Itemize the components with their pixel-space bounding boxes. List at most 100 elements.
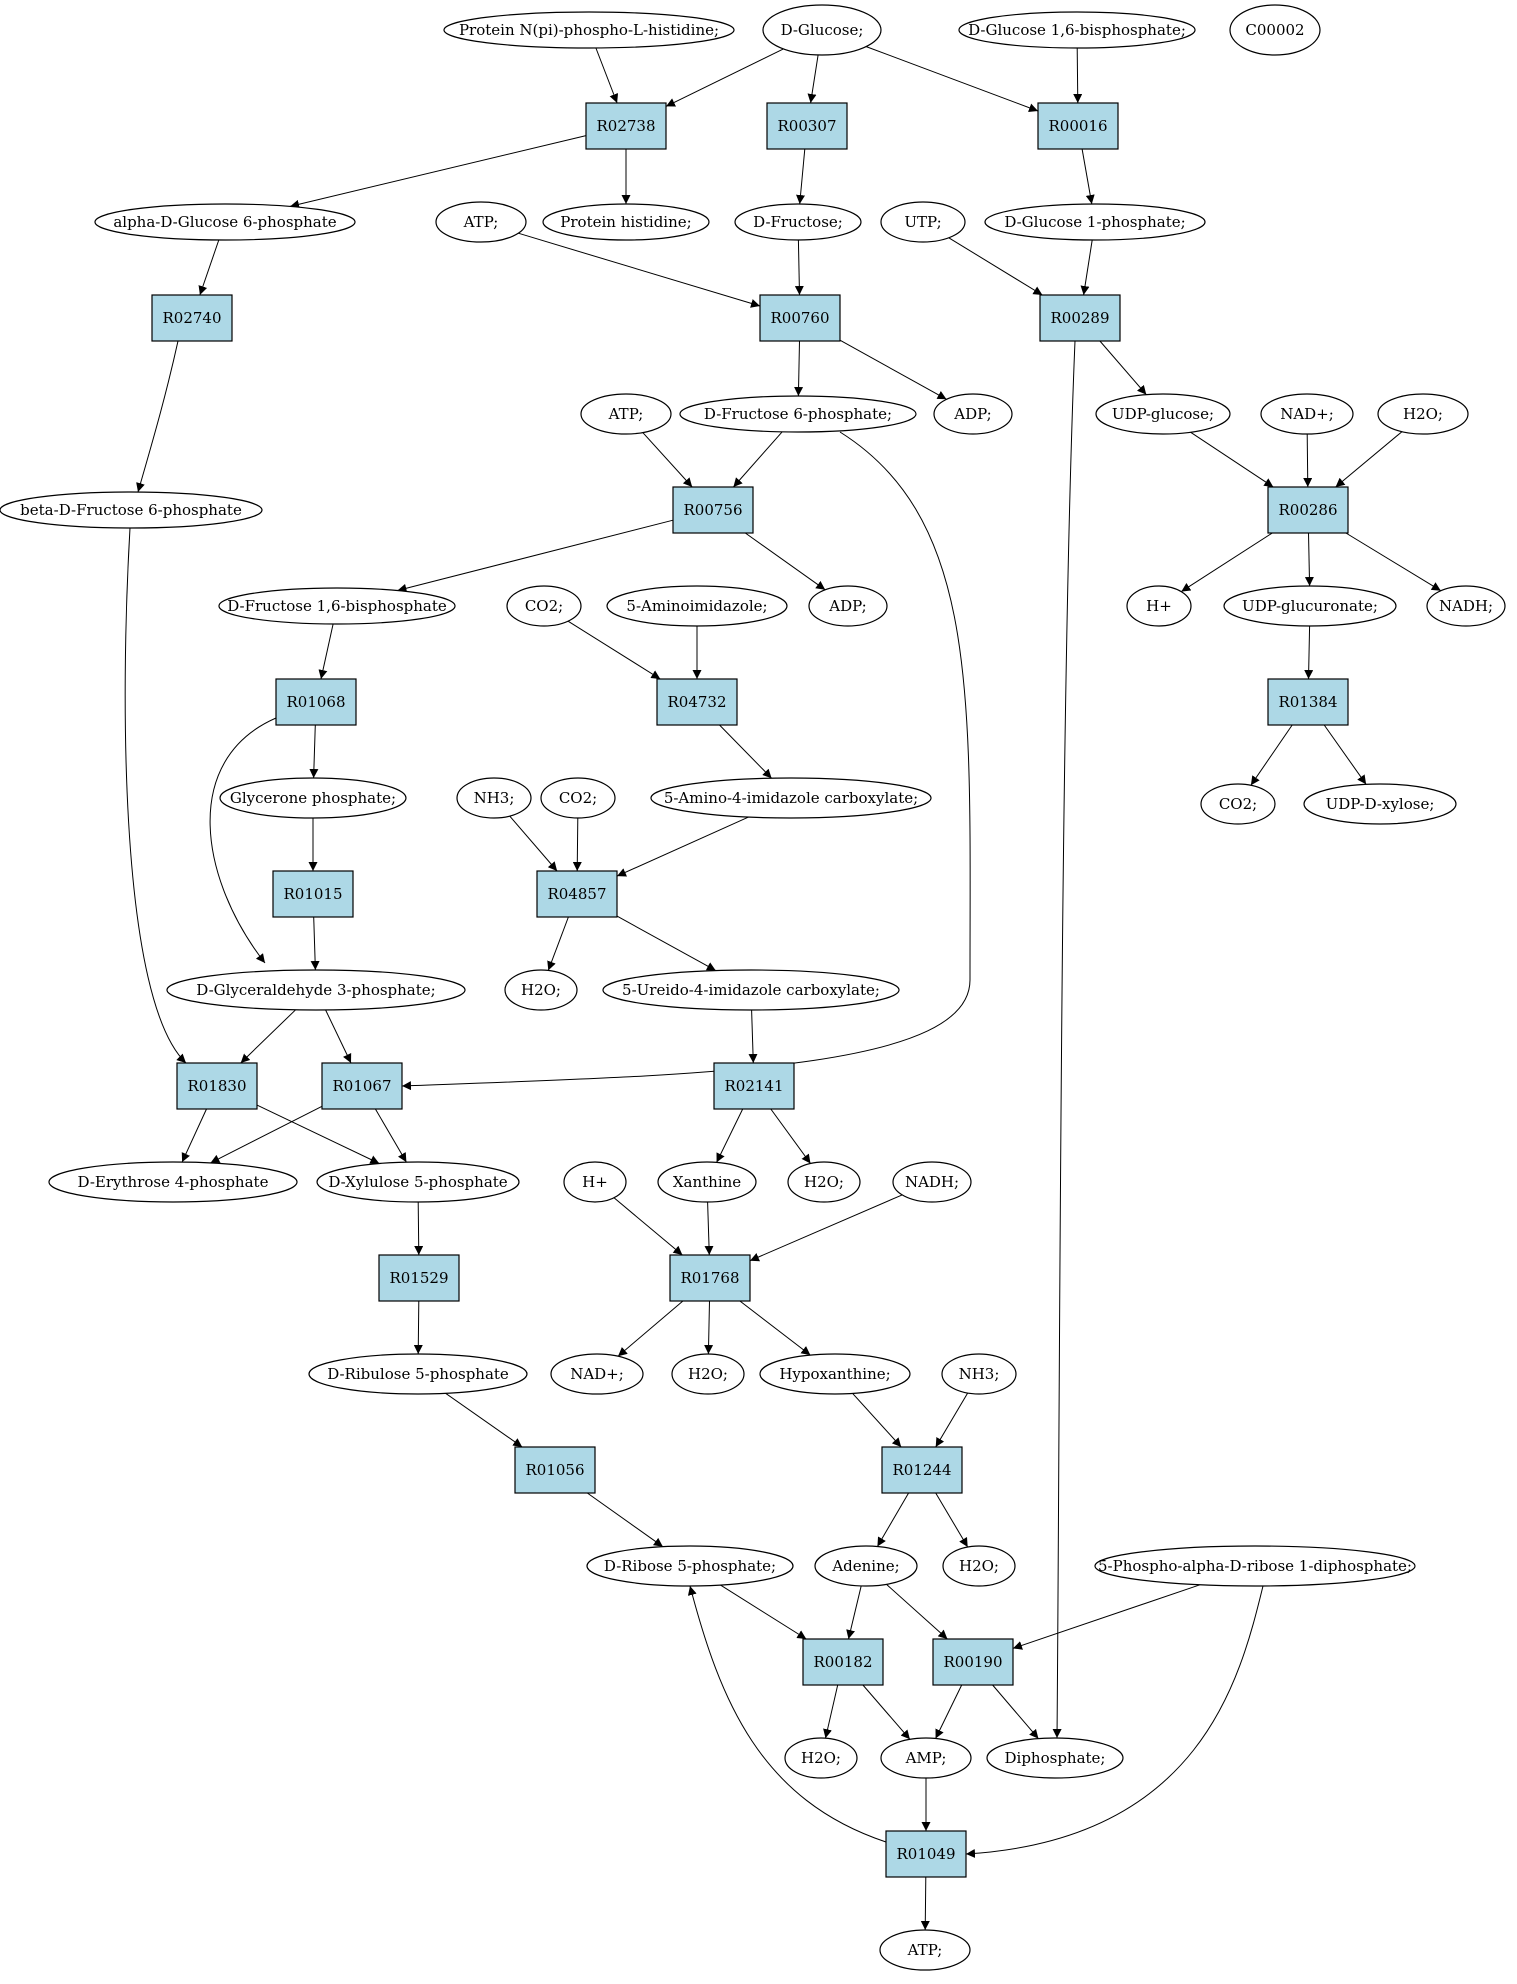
metabolite-node-fbp[interactable]: D-Fructose 1,6-bisphosphate [218,587,456,625]
node-label: H+ [1146,597,1172,615]
metabolite-node-h2o1[interactable]: H2O; [1377,393,1469,435]
metabolite-node-co2c[interactable]: CO2; [1200,783,1276,825]
reaction-node-r01067[interactable]: R01067 [321,1062,403,1110]
metabolite-node-xan[interactable]: Xanthine [657,1161,757,1203]
metabolite-node-hplus2[interactable]: H+ [563,1161,627,1203]
metabolite-ellipse [942,1545,1016,1587]
edge-R01768-to-hypox [739,1300,811,1356]
metabolite-node-xu5p[interactable]: D-Xylulose 5-phosphate [316,1161,520,1203]
reaction-node-r01015[interactable]: R01015 [272,870,354,918]
metabolite-node-r5p[interactable]: D-Ribose 5-phosphate; [586,1545,794,1587]
metabolite-node-atp1[interactable]: ATP; [435,201,527,243]
metabolite-node-dglucose[interactable]: D-Glucose; [762,4,882,56]
metabolite-node-h2o5[interactable]: H2O; [942,1545,1016,1587]
reaction-node-r01244[interactable]: R01244 [881,1446,963,1494]
metabolite-ellipse [784,1737,858,1779]
metabolite-node-hplus1[interactable]: H+ [1126,585,1192,627]
metabolite-node-bfru6p[interactable]: beta-D-Fructose 6-phosphate [0,491,263,529]
reaction-node-r01529[interactable]: R01529 [378,1254,460,1302]
reaction-node-r01056[interactable]: R01056 [514,1446,596,1494]
reaction-node-r02141[interactable]: R02141 [713,1062,795,1110]
metabolite-ellipse [443,11,735,49]
metabolite-node-aglc6p[interactable]: alpha-D-Glucose 6-phosphate [94,203,356,241]
reaction-node-r01768[interactable]: R01768 [669,1254,751,1302]
metabolite-ellipse [679,395,917,433]
reaction-node-r00286[interactable]: R00286 [1267,486,1349,534]
metabolite-node-udpxyl[interactable]: UDP-D-xylose; [1303,783,1457,825]
node-label: R02738 [596,117,655,135]
node-label: NAD+; [570,1365,624,1383]
metabolite-node-5u4ic[interactable]: 5-Ureido-4-imidazole carboxylate; [602,969,900,1011]
metabolite-ellipse [606,585,788,627]
edge-udpglcA-to-R01384 [1304,625,1314,680]
reaction-node-r04857[interactable]: R04857 [536,870,618,918]
metabolite-node-hypox[interactable]: Hypoxanthine; [759,1353,911,1395]
metabolite-node-h2o4[interactable]: H2O; [671,1353,745,1395]
reaction-box [932,1638,1014,1686]
metabolite-node-nadh1[interactable]: NADH; [1426,585,1506,627]
metabolite-node-adp1[interactable]: ADP; [933,393,1013,435]
metabolite-node-utp[interactable]: UTP; [880,201,966,243]
reaction-node-r00307[interactable]: R00307 [766,102,848,150]
metabolite-node-prot_phospho[interactable]: Protein N(pi)-phospho-L-histidine; [443,11,735,49]
metabolite-node-ppi[interactable]: Diphosphate; [986,1737,1124,1779]
reaction-node-r00760[interactable]: R00760 [759,294,841,342]
metabolite-node-5ai[interactable]: 5-Aminoimidazole; [606,585,788,627]
edge-aglc6p-to-R02740 [198,239,220,296]
metabolite-node-amp[interactable]: AMP; [880,1737,972,1779]
metabolite-node-h2o6[interactable]: H2O; [784,1737,858,1779]
metabolite-node-nad1[interactable]: NAD+; [1260,393,1354,435]
metabolite-node-glc16bp[interactable]: D-Glucose 1,6-bisphosphate; [958,11,1196,49]
reaction-node-r02738[interactable]: R02738 [585,102,667,150]
metabolite-node-h2o3[interactable]: H2O; [787,1161,861,1203]
reaction-node-r02740[interactable]: R02740 [151,294,233,342]
metabolite-node-nh3b[interactable]: NH3; [941,1353,1017,1395]
reaction-node-r01384[interactable]: R01384 [1267,678,1349,726]
metabolite-node-g3p[interactable]: D-Glyceraldehyde 3-phosphate; [166,969,466,1011]
metabolite-ellipse [958,11,1196,49]
metabolite-node-nh3a[interactable]: NH3; [456,777,532,819]
metabolite-ellipse [657,1161,757,1203]
metabolite-node-glc1p[interactable]: D-Glucose 1-phosphate; [984,203,1206,241]
reaction-node-r01068[interactable]: R01068 [275,678,357,726]
metabolite-node-prpp[interactable]: 5-Phospho-alpha-D-ribose 1-diphosphate; [1094,1545,1416,1587]
metabolite-node-prothis[interactable]: Protein histidine; [542,203,710,241]
metabolite-node-adenine[interactable]: Adenine; [814,1545,918,1587]
metabolite-node-adp2[interactable]: ADP; [808,585,888,627]
metabolite-node-c00002[interactable]: C00002 [1229,4,1321,56]
metabolite-node-co2b[interactable]: CO2; [540,777,616,819]
edge-R00016-to-glc1p [1081,148,1095,205]
reaction-node-r01830[interactable]: R01830 [176,1062,258,1110]
reaction-node-r00756[interactable]: R00756 [672,486,754,534]
reaction-node-r01049[interactable]: R01049 [885,1830,967,1878]
node-label: R01830 [187,1077,246,1095]
reaction-node-r00190[interactable]: R00190 [932,1638,1014,1686]
metabolite-node-ru5p[interactable]: D-Ribulose 5-phosphate [308,1353,528,1395]
node-label: H2O; [688,1365,728,1383]
metabolite-node-h2o2[interactable]: H2O; [504,969,578,1011]
reaction-box [802,1638,884,1686]
reaction-node-r00289[interactable]: R00289 [1039,294,1121,342]
metabolite-node-udpglc[interactable]: UDP-glucose; [1095,393,1231,435]
metabolite-node-nadh2[interactable]: NADH; [892,1161,972,1203]
metabolite-node-nad2[interactable]: NAD+; [550,1353,644,1395]
metabolite-node-e4p[interactable]: D-Erythrose 4-phosphate [48,1161,298,1203]
metabolite-node-co2a[interactable]: CO2; [506,585,582,627]
metabolite-node-udpglca[interactable]: UDP-glucuronate; [1223,585,1397,627]
reaction-box [1039,294,1121,342]
metabolite-node-dfru[interactable]: D-Fructose; [734,203,862,241]
metabolite-node-5a4ic[interactable]: 5-Amino-4-imidazole carboxylate; [650,777,932,819]
reaction-node-r00016[interactable]: R00016 [1037,102,1119,150]
reaction-node-r00182[interactable]: R00182 [802,1638,884,1686]
edge-dfru-to-R00760 [794,239,804,296]
reaction-box [759,294,841,342]
metabolite-node-atp2[interactable]: ATP; [580,393,672,435]
metabolite-node-fru6p[interactable]: D-Fructose 6-phosphate; [679,395,917,433]
edge-ru5p-to-R01056 [445,1392,523,1448]
node-label: NH3; [959,1365,1000,1383]
reaction-node-r04732[interactable]: R04732 [656,678,738,726]
metabolite-node-gnp[interactable]: Glycerone phosphate; [219,777,407,819]
edge-R01768-to-h2o4 [704,1300,714,1355]
edge-prpp-to-R00190 [1012,1584,1201,1650]
metabolite-node-atp3[interactable]: ATP; [879,1929,971,1971]
